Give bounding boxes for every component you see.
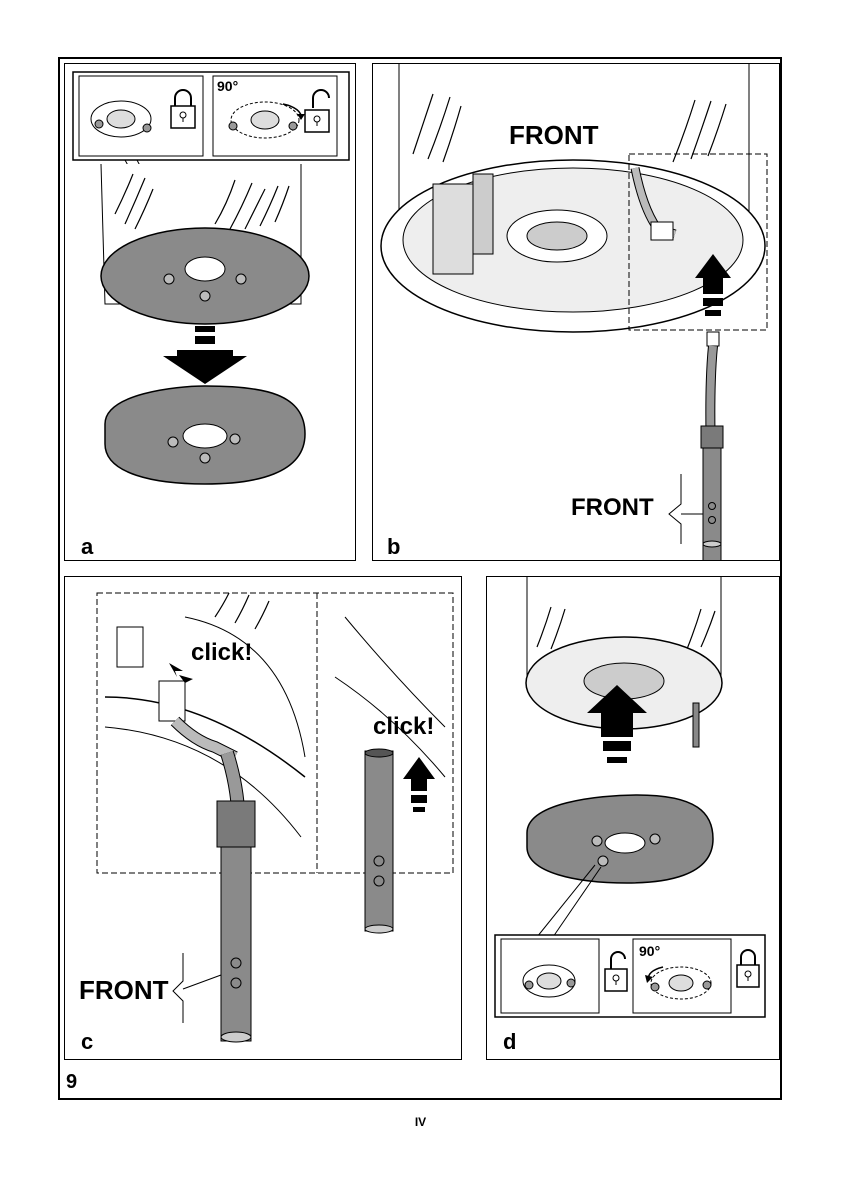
front-label-bottom: FRONT: [571, 494, 654, 522]
panel-label-d: d: [503, 1029, 516, 1055]
front-label-c: FRONT: [79, 975, 169, 1006]
angle-label-a: 90°: [217, 78, 238, 94]
panel-a-illustration: [65, 64, 356, 561]
panel-d: 90° d: [486, 576, 780, 1060]
panel-c: click! click! FRONT c: [64, 576, 462, 1060]
figure-number: 9: [66, 1071, 77, 1094]
panel-label-c: c: [81, 1029, 93, 1055]
panel-d-illustration: [487, 577, 780, 1060]
click-label-2: click!: [373, 713, 434, 741]
angle-label-d: 90°: [639, 943, 660, 959]
panel-a: 90° a: [64, 63, 356, 561]
figure-frame: 90° a: [58, 57, 782, 1100]
page-number: IV: [0, 1115, 841, 1129]
front-label-top: FRONT: [509, 120, 599, 151]
panel-label-b: b: [387, 534, 400, 560]
click-label-1: click!: [191, 639, 252, 667]
panel-b: FRONT FRONT b: [372, 63, 780, 561]
panel-label-a: a: [81, 534, 93, 560]
